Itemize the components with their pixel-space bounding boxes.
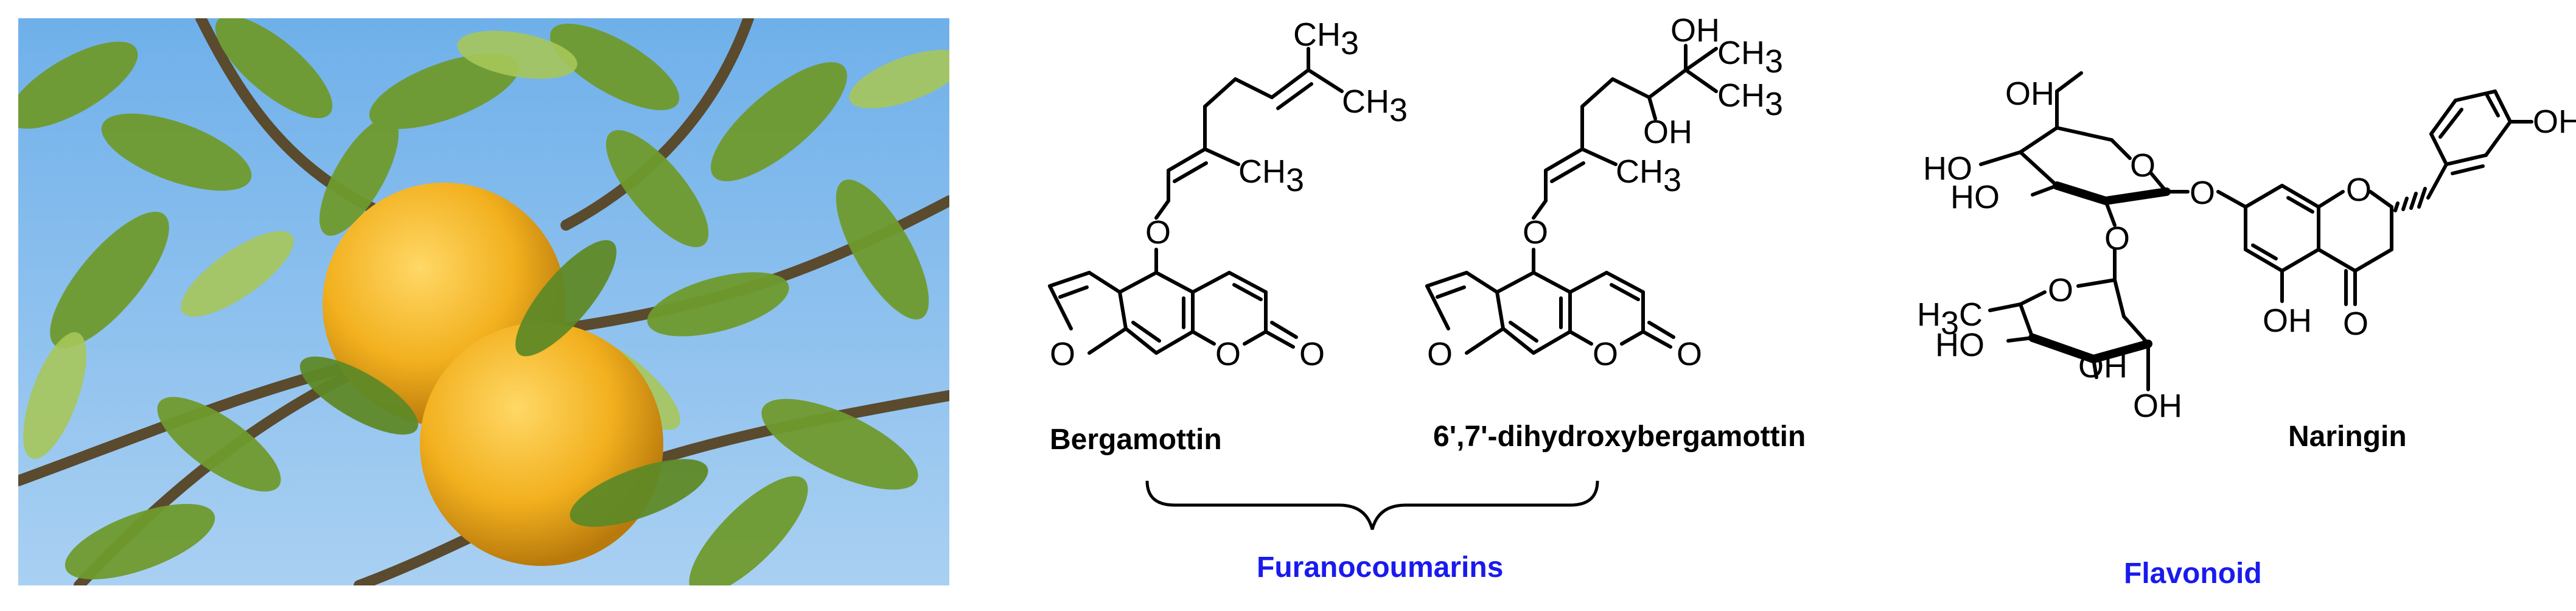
class-label-flavonoid: Flavonoid [2124, 557, 2262, 590]
dhb-oh-6: OH [1643, 114, 1692, 150]
naringin-o-ring-rha: O [2048, 272, 2073, 309]
dhb-o-furan: O [1427, 336, 1453, 372]
naringin-ho-c4: HO [1923, 150, 1972, 187]
naringin-oh-rha-a: OH [2078, 348, 2127, 385]
bergamottin-ch3-a: CH3 [1238, 153, 1304, 198]
dhb-ch3-b: CH3 [1717, 35, 1783, 80]
dhb-ch3-c: CH3 [1717, 77, 1783, 122]
bergamottin-o-ether: O [1145, 214, 1171, 251]
bergamottin-structure: O O O O CH3 CH3 CH3 [1048, 16, 1408, 372]
bergamottin-o-furan: O [1050, 336, 1075, 372]
naringin-ho-c3: HO [1950, 179, 2000, 215]
naringin-o-ring-glc: O [2130, 147, 2155, 184]
dhb-o-ether: O [1523, 214, 1548, 251]
naringin-oh-rha-b: OH [2133, 388, 2182, 424]
class-label-furanocoumarins: Furanocoumarins [1257, 551, 1504, 584]
naringin-oh-a-ring: OH [2263, 302, 2312, 339]
grapefruit-photo [18, 18, 949, 585]
naringin-o-carbonyl: O [2343, 306, 2368, 342]
dhb-oh-7: OH [1670, 12, 1720, 49]
bergamottin-o-carbonyl: O [1299, 336, 1325, 372]
compound-label-dihydroxybergamottin: 6',7'-dihydroxybergamottin [1433, 421, 1806, 453]
naringin-structure: OH HO HO O O O O H3C HO OH OH OH O O OH [1917, 71, 2576, 424]
naringin-oh-b-ring: OH [2533, 103, 2576, 140]
bergamottin-ch3-b: CH3 [1293, 16, 1359, 61]
bergamottin-ch3-c: CH3 [1342, 83, 1408, 128]
furanocoumarins-brace [1145, 480, 1599, 530]
bergamottin-o-ring: O [1215, 336, 1241, 372]
compound-label-naringin: Naringin [2288, 421, 2407, 453]
dhb-o-carbonyl: O [1677, 336, 1702, 372]
naringin-o-aryl: O [2190, 175, 2215, 211]
dihydroxybergamottin-structure: O O O O CH3 OH OH CH3 CH3 [1425, 12, 1783, 372]
dhb-o-ring: O [1593, 336, 1618, 372]
naringin-o-glycosidic: O [2104, 220, 2130, 257]
naringin-oh-c6: OH [2005, 75, 2054, 112]
naringin-ho-rha: HO [1935, 327, 1984, 363]
naringin-o-c-ring: O [2346, 172, 2372, 208]
naringin-h3c: H3C [1917, 296, 1983, 341]
dhb-ch3-a: CH3 [1616, 153, 1681, 198]
compound-label-bergamottin: Bergamottin [1050, 424, 1222, 456]
